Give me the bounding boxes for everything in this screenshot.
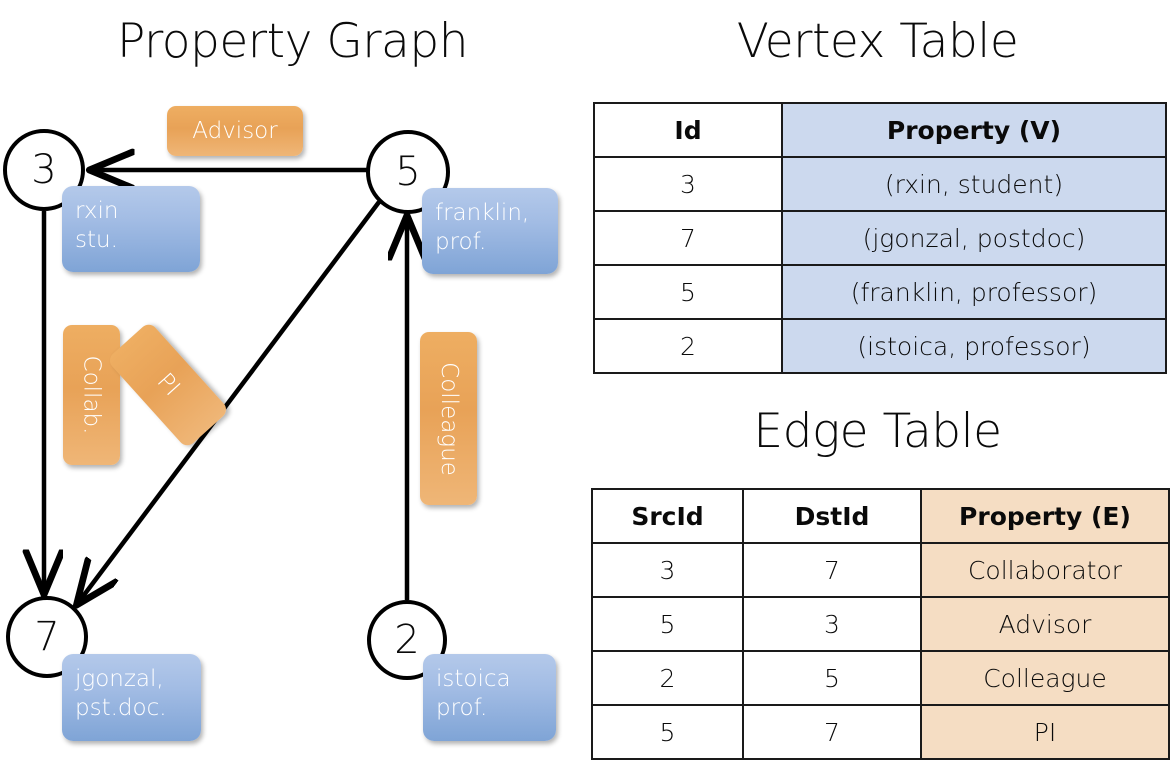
edge-cell-srcid: 5	[591, 704, 744, 760]
vertex-cell-property: (franklin, professor)	[781, 264, 1167, 320]
edge-cell-property: PI	[920, 704, 1170, 760]
edge-cell-srcid: 3	[591, 542, 744, 598]
edge-cell-property: Advisor	[920, 596, 1170, 652]
edge-label-advisor[interactable]: Advisor	[167, 106, 303, 156]
vertex-cell-id: 7	[593, 210, 783, 266]
edge-label-collab-text: Collab.	[78, 355, 105, 435]
edge-cell-srcid: 5	[591, 596, 744, 652]
edge-table-col-srcid: SrcId	[591, 488, 744, 544]
edge-label-colleague-text: Colleague	[435, 361, 462, 476]
graph-node-2-label: 2	[394, 617, 420, 663]
vertex-cell-property: (rxin, student)	[781, 156, 1167, 212]
node-property-istoica-line2: prof.	[436, 695, 488, 721]
edge-cell-dstid: 3	[742, 596, 922, 652]
node-property-franklin-line1: franklin,	[435, 200, 530, 226]
node-property-istoica-line1: istoica	[436, 666, 511, 692]
edge-5-to-7	[78, 200, 381, 603]
table-row[interactable]: 5 (franklin, professor)	[593, 264, 1167, 320]
edge-table-header-row: SrcId DstId Property (E)	[591, 488, 1170, 544]
edge-table-col-dstid: DstId	[742, 488, 922, 544]
vertex-cell-property: (jgonzal, postdoc)	[781, 210, 1167, 266]
table-row[interactable]: 2 (istoica, professor)	[593, 318, 1167, 374]
graph-node-7-label: 7	[34, 614, 60, 660]
vertex-cell-id: 2	[593, 318, 783, 374]
vertex-table-title: Vertex Table	[736, 14, 1019, 69]
vertex-table-col-id: Id	[593, 102, 783, 158]
table-row[interactable]: 3 7 Collaborator	[591, 542, 1170, 598]
node-property-franklin-line2: prof.	[435, 229, 487, 255]
node-property-jgonzal-line1: jgonzal,	[75, 666, 164, 692]
property-graph-title: Property Graph	[117, 14, 469, 69]
edge-table-col-property: Property (E)	[920, 488, 1170, 544]
node-property-rxin-line2: stu.	[75, 227, 118, 253]
vertex-table-col-property: Property (V)	[781, 102, 1167, 158]
edge-cell-dstid: 7	[742, 542, 922, 598]
edge-cell-dstid: 7	[742, 704, 922, 760]
edge-label-pi-text: PI	[151, 368, 185, 402]
vertex-cell-id: 5	[593, 264, 783, 320]
node-property-rxin-line1: rxin	[75, 198, 119, 224]
edge-label-advisor-text: Advisor	[192, 118, 278, 144]
table-row[interactable]: 2 5 Colleague	[591, 650, 1170, 706]
graph-node-3-label: 3	[31, 147, 57, 193]
table-row[interactable]: 3 (rxin, student)	[593, 156, 1167, 212]
edge-label-colleague[interactable]: Colleague	[420, 332, 477, 505]
edge-cell-property: Colleague	[920, 650, 1170, 706]
edge-label-collab[interactable]: Collab.	[63, 325, 120, 465]
edge-cell-property: Collaborator	[920, 542, 1170, 598]
edge-table: SrcId DstId Property (E) 3 7 Collaborato…	[591, 488, 1170, 760]
table-row[interactable]: 5 3 Advisor	[591, 596, 1170, 652]
node-property-box-franklin[interactable]: franklin, prof.	[422, 188, 558, 274]
vertex-cell-id: 3	[593, 156, 783, 212]
vertex-cell-property: (istoica, professor)	[781, 318, 1167, 374]
edge-table-title: Edge Table	[753, 404, 1002, 459]
table-row[interactable]: 7 (jgonzal, postdoc)	[593, 210, 1167, 266]
edge-cell-srcid: 2	[591, 650, 744, 706]
node-property-box-rxin[interactable]: rxin stu.	[62, 186, 200, 272]
node-property-jgonzal-line2: pst.doc.	[75, 695, 167, 721]
graph-node-5-label: 5	[395, 149, 421, 195]
node-property-box-jgonzal[interactable]: jgonzal, pst.doc.	[62, 654, 201, 741]
graph-node-3[interactable]: 3	[3, 129, 85, 211]
vertex-table-header-row: Id Property (V)	[593, 102, 1167, 158]
node-property-box-istoica[interactable]: istoica prof.	[423, 654, 556, 741]
table-row[interactable]: 5 7 PI	[591, 704, 1170, 760]
vertex-table: Id Property (V) 3 (rxin, student) 7 (jgo…	[593, 102, 1167, 374]
edge-cell-dstid: 5	[742, 650, 922, 706]
